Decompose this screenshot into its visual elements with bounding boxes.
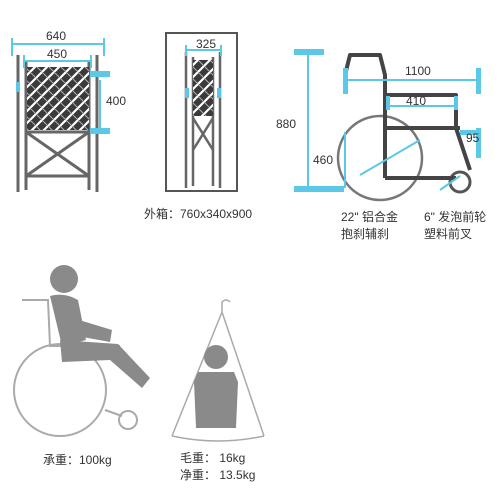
rear-wheel-label-line1: 22" 铝合金	[341, 210, 398, 224]
overall-width-label: 640	[46, 29, 67, 43]
front-wheel-label-line1: 6" 发泡前轮	[424, 210, 487, 224]
seat-depth-label: 410	[406, 94, 427, 108]
back-height-label: 400	[106, 94, 127, 108]
net-weight-label: 净重： 13.5kg	[180, 468, 256, 482]
seated-figure	[13, 265, 150, 437]
gross-weight-label: 毛重： 16kg	[180, 451, 246, 465]
folded-width-label: 325	[196, 37, 217, 51]
height-label: 880	[276, 117, 297, 131]
rear-wheel-label-line2: 抱刹辅刹	[341, 227, 390, 241]
seat-back-mesh	[27, 67, 89, 130]
footrest-label: 95	[466, 131, 480, 145]
length-label: 1100	[405, 64, 431, 78]
weight-figure	[171, 299, 265, 442]
carton-size-label: 外箱：760x340x900	[144, 207, 253, 221]
seat-height-label: 460	[313, 153, 334, 167]
folded-view	[165, 32, 238, 192]
side-view	[294, 49, 481, 202]
seat-width-label: 450	[47, 47, 68, 61]
capacity-label: 承重：100kg	[43, 453, 112, 467]
rear-wheel	[336, 114, 424, 202]
front-view	[11, 38, 110, 192]
front-wheel-label-line2: 塑料前叉	[424, 227, 473, 241]
